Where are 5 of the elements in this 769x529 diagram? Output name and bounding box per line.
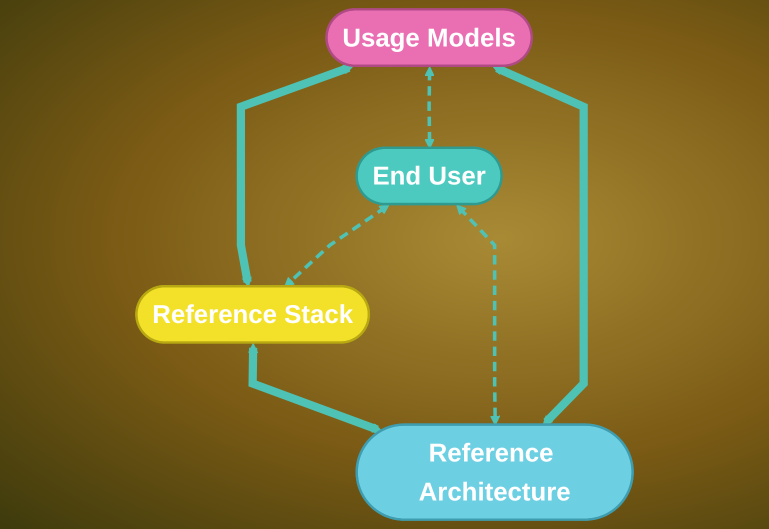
arrow <box>236 64 354 288</box>
arrow <box>456 204 500 426</box>
arrow <box>248 343 382 434</box>
arrow <box>284 204 390 288</box>
arrow <box>424 66 435 149</box>
